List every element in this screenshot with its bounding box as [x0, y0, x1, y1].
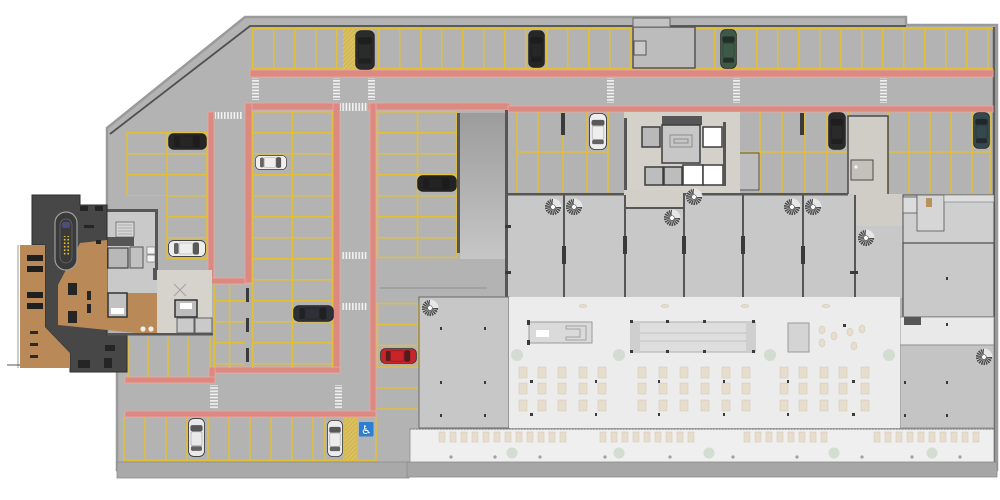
- hatched-stall: [343, 29, 355, 69]
- lounge-seating: [818, 324, 866, 351]
- east-units: [899, 194, 995, 429]
- car: [168, 240, 206, 257]
- wheelchair-icon: ♿: [361, 423, 372, 437]
- crosswalk: [733, 78, 740, 103]
- top-parking-row: [252, 17, 993, 70]
- stairwell: [115, 221, 135, 238]
- crosswalk: [368, 78, 375, 100]
- outer-wall-line: [109, 25, 906, 135]
- storage-room: [738, 152, 760, 191]
- east-parking-row: [516, 112, 991, 193]
- car: [355, 30, 375, 70]
- crosswalk: [607, 78, 614, 103]
- car: [255, 155, 287, 170]
- stair-elevator-core-west: [107, 209, 158, 293]
- kiosk-counter: [787, 322, 810, 353]
- car: [168, 133, 207, 150]
- crosswalks: [210, 78, 887, 409]
- car: [380, 348, 417, 364]
- plant: [613, 349, 625, 361]
- retail-units-row: [505, 190, 905, 298]
- gym: [7, 194, 157, 373]
- accessible-parking-sign: ♿: [359, 422, 374, 437]
- elevator-shaft: [644, 166, 664, 186]
- plant: [511, 349, 523, 361]
- bottom-parking-row: ♿: [123, 417, 377, 462]
- plant: [140, 326, 146, 332]
- lobby-west: [107, 268, 213, 336]
- plant: [883, 349, 895, 361]
- crosswalk: [340, 103, 368, 111]
- car: [327, 420, 343, 457]
- plaza-tables: [518, 366, 870, 412]
- service-room-door: [633, 40, 647, 56]
- gym-wood-floor: [58, 240, 157, 335]
- car: [293, 305, 334, 322]
- kiosk-counter: [528, 321, 593, 344]
- crosswalk: [342, 252, 368, 259]
- column: [246, 288, 249, 302]
- exercise-bikes: [30, 331, 38, 358]
- outdoor-seating-strip: [409, 428, 995, 463]
- column: [246, 318, 249, 332]
- crosswalk: [333, 78, 340, 100]
- treadmills: [27, 255, 43, 309]
- service-room-annex: [632, 17, 671, 28]
- car: [188, 418, 205, 457]
- skylight-mark: [173, 283, 187, 297]
- void: [702, 126, 723, 148]
- plaza-columns: [530, 380, 855, 416]
- void: [702, 164, 724, 186]
- crosswalk: [210, 385, 218, 409]
- crosswalk: [252, 78, 259, 100]
- elevator-shaft: [107, 247, 129, 269]
- weight-racks: [68, 206, 115, 368]
- car: [720, 29, 737, 69]
- escalator: [630, 320, 756, 353]
- running-track: [54, 211, 78, 271]
- elevator-shaft: [129, 246, 144, 269]
- stair-steps: [669, 134, 693, 148]
- parking-bay-3: [376, 111, 487, 410]
- south-band-east: [406, 461, 998, 478]
- void: [682, 164, 704, 186]
- car: [828, 112, 846, 150]
- stairwell: [661, 124, 701, 164]
- food-court-plaza: [509, 297, 900, 428]
- southwest-parking: [127, 337, 211, 377]
- gym-wood-floor: [20, 245, 70, 368]
- desk: [926, 198, 932, 207]
- elevator-shaft: [641, 126, 661, 148]
- outdoor-chairs: [438, 431, 980, 443]
- car: [973, 112, 990, 149]
- column: [246, 348, 249, 362]
- car: [589, 113, 607, 150]
- vehicle-ramp: [457, 110, 508, 297]
- crosswalk: [215, 112, 243, 119]
- parking-bay-2: [213, 111, 334, 368]
- crosswalk: [342, 303, 368, 310]
- hatched-access-aisle: [344, 418, 357, 460]
- crosswalk: [335, 385, 342, 409]
- crosswalk: [880, 78, 887, 103]
- west-retail-unit: [418, 296, 510, 429]
- car: [528, 30, 545, 68]
- plant: [764, 349, 776, 361]
- stall-lines: [252, 28, 993, 69]
- plant: [148, 326, 154, 332]
- elevator-shaft: [663, 166, 683, 186]
- bollards: [449, 455, 962, 459]
- south-band-west: [116, 461, 410, 479]
- car: [417, 175, 457, 192]
